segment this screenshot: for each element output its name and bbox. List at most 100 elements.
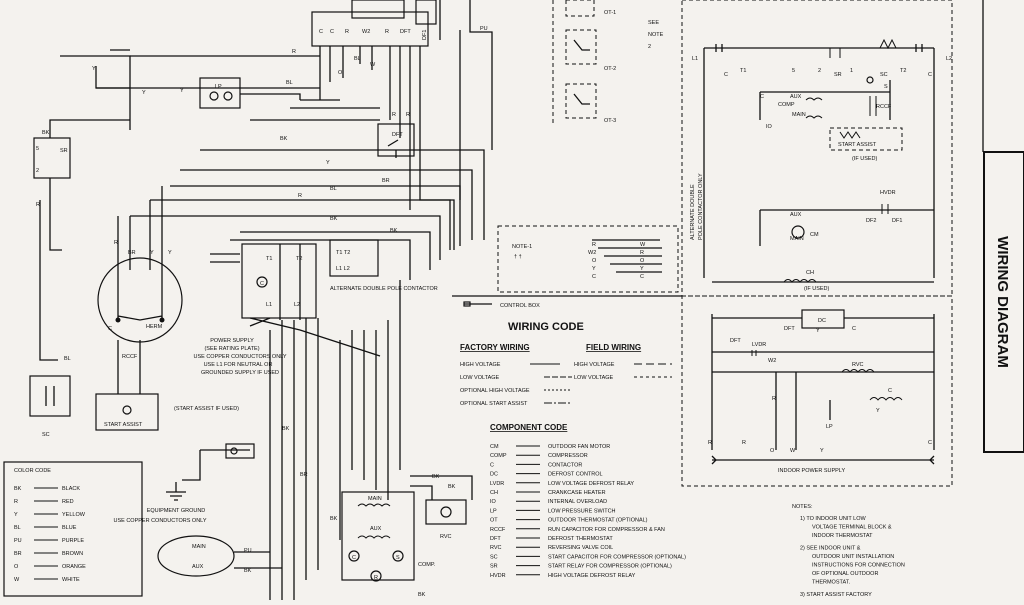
svg-text:BL: BL [330, 186, 337, 192]
svg-text:START ASSIST: START ASSIST [838, 142, 877, 148]
sc-capacitor [29, 375, 71, 417]
svg-text:BK: BK [330, 216, 338, 222]
svg-text:T2: T2 [900, 68, 906, 74]
component-code-item: IO [490, 499, 497, 505]
component-code-item: RVC [490, 545, 502, 551]
svg-text:R: R [592, 242, 596, 248]
svg-text:S: S [396, 555, 400, 561]
indoor-power-supply-label: INDOOR POWER SUPPLY [778, 468, 845, 474]
svg-text:T1: T1 [740, 68, 746, 74]
svg-text:5: 5 [36, 146, 39, 152]
ladder-top: L1 L2 C T1 C T2 5 2 SR 1 SC C COMP IO AU… [690, 38, 952, 292]
rvc-coil [425, 499, 467, 525]
svg-text:C: C [319, 29, 323, 35]
svg-text:R: R [772, 396, 776, 402]
svg-text:LVDR: LVDR [752, 342, 766, 348]
svg-text:Y: Y [168, 250, 172, 256]
svg-text:BK: BK [432, 474, 440, 480]
t2-label: T2 [296, 256, 302, 262]
sr-relay [33, 137, 71, 179]
notes-title: NOTES: [792, 504, 813, 510]
svg-text:OT-1: OT-1 [604, 10, 616, 16]
svg-text:R: R [385, 29, 389, 35]
svg-text:DC: DC [818, 318, 826, 324]
svg-text:BK: BK [390, 228, 398, 234]
start-assist [95, 393, 159, 431]
color-code-item: BR [14, 551, 22, 557]
svg-text:Y: Y [816, 328, 820, 334]
svg-text:COMP: COMP [778, 102, 795, 108]
svg-text:(IF USED): (IF USED) [852, 156, 878, 162]
component-code-item: DFT [490, 536, 501, 542]
color-code-title: COLOR CODE [14, 468, 51, 474]
color-code-name: PURPLE [62, 538, 84, 544]
color-code-item: W [14, 577, 20, 583]
svg-text:Y: Y [326, 160, 330, 166]
color-code-item: BL [14, 525, 21, 531]
field-wiring-item: HIGH VOLTAGE [574, 362, 615, 368]
component-code-item: C [490, 462, 494, 468]
component-code-item: OT [490, 518, 498, 524]
svg-text:BK: BK [280, 136, 288, 142]
svg-text:USE COPPER CONDUCTORS ONLY: USE COPPER CONDUCTORS ONLY [113, 518, 206, 524]
svg-text:BK: BK [330, 516, 338, 522]
dft-label: DFT [392, 132, 403, 138]
component-code-name: CONTACTOR [548, 462, 582, 468]
component-code-item: LVDR [490, 481, 504, 487]
svg-text:OT-2: OT-2 [604, 66, 616, 72]
control-box-label: CONTROL BOX [500, 303, 540, 309]
ladder-bottom-frame [681, 295, 953, 487]
title-panel: WIRING DIAGRAM [982, 0, 1024, 453]
svg-text:C: C [640, 274, 644, 280]
color-code-item: Y [14, 512, 18, 518]
power-supply-text: POWER SUPPLY (SEE RATING PLATE) USE COPP… [193, 338, 286, 376]
component-code-name: OUTDOOR THERMOSTAT (OPTIONAL) [548, 518, 648, 524]
alternate-contactor-label: ALTERNATE DOUBLE POLE CONTACTOR [330, 286, 438, 292]
svg-text:MAIN: MAIN [192, 544, 206, 550]
component-code-name: CRANKCASE HEATER [548, 490, 606, 496]
diagram-title: WIRING DIAGRAM [994, 236, 1011, 368]
svg-text:USE L1 FOR NEUTRAL OR: USE L1 FOR NEUTRAL OR [204, 362, 273, 368]
component-code-name: DEFROST CONTROL [548, 472, 603, 478]
svg-text:SR: SR [834, 72, 842, 78]
svg-text:C: C [260, 281, 264, 287]
color-code-name: ORANGE [62, 564, 86, 570]
svg-text:PU: PU [480, 26, 488, 32]
svg-text:Y: Y [820, 448, 824, 454]
svg-text:MAIN: MAIN [790, 236, 804, 242]
svg-text:DF2: DF2 [866, 218, 876, 224]
dft-terminal: DFT [400, 29, 411, 35]
svg-text:O: O [770, 448, 775, 454]
component-code-name: LOW PRESSURE SWITCH [548, 508, 616, 514]
component-code-item: SR [490, 564, 498, 570]
component-code-name: RUN CAPACITOR FOR COMPRESSOR & FAN [548, 527, 665, 533]
color-code-name: BLUE [62, 525, 77, 531]
svg-text:NOTE: NOTE [648, 32, 664, 38]
herm-label: HERM [146, 324, 163, 330]
svg-text:LP: LP [826, 424, 833, 430]
svg-text:W2: W2 [588, 250, 596, 256]
svg-text:DFT: DFT [730, 338, 741, 344]
component-code-name: START CAPACITOR FOR COMPRESSOR (OPTIONAL… [548, 554, 686, 560]
wiring-code-legend: CONTROL BOX WIRING CODE FACTORY WIRING F… [452, 295, 682, 407]
contactor [241, 243, 317, 319]
svg-text:† †: † † [514, 254, 522, 260]
component-code-item: SC [490, 554, 498, 560]
svg-text:R: R [640, 250, 644, 256]
svg-text:R: R [392, 112, 396, 118]
outdoor-thermostats: OT-1 OT-2 OT-3 SEE NOTE 2 [565, 0, 664, 124]
svg-text:AUX: AUX [790, 94, 802, 100]
svg-text:MAIN: MAIN [368, 496, 382, 502]
svg-text:CM: CM [810, 232, 819, 238]
svg-text:R: R [345, 29, 349, 35]
component-code-item: COMP [490, 453, 507, 459]
svg-text:R: R [708, 440, 712, 446]
svg-text:MAIN: MAIN [792, 112, 806, 118]
svg-text:R: R [742, 440, 746, 446]
factory-wiring-item: OPTIONAL START ASSIST [460, 401, 528, 407]
component-code-name: HIGH VOLTAGE DEFROST RELAY [548, 573, 636, 579]
svg-text:AUX: AUX [370, 526, 382, 532]
note-line: 3) START ASSIST FACTORY [800, 592, 872, 598]
svg-text:L2: L2 [946, 56, 952, 62]
